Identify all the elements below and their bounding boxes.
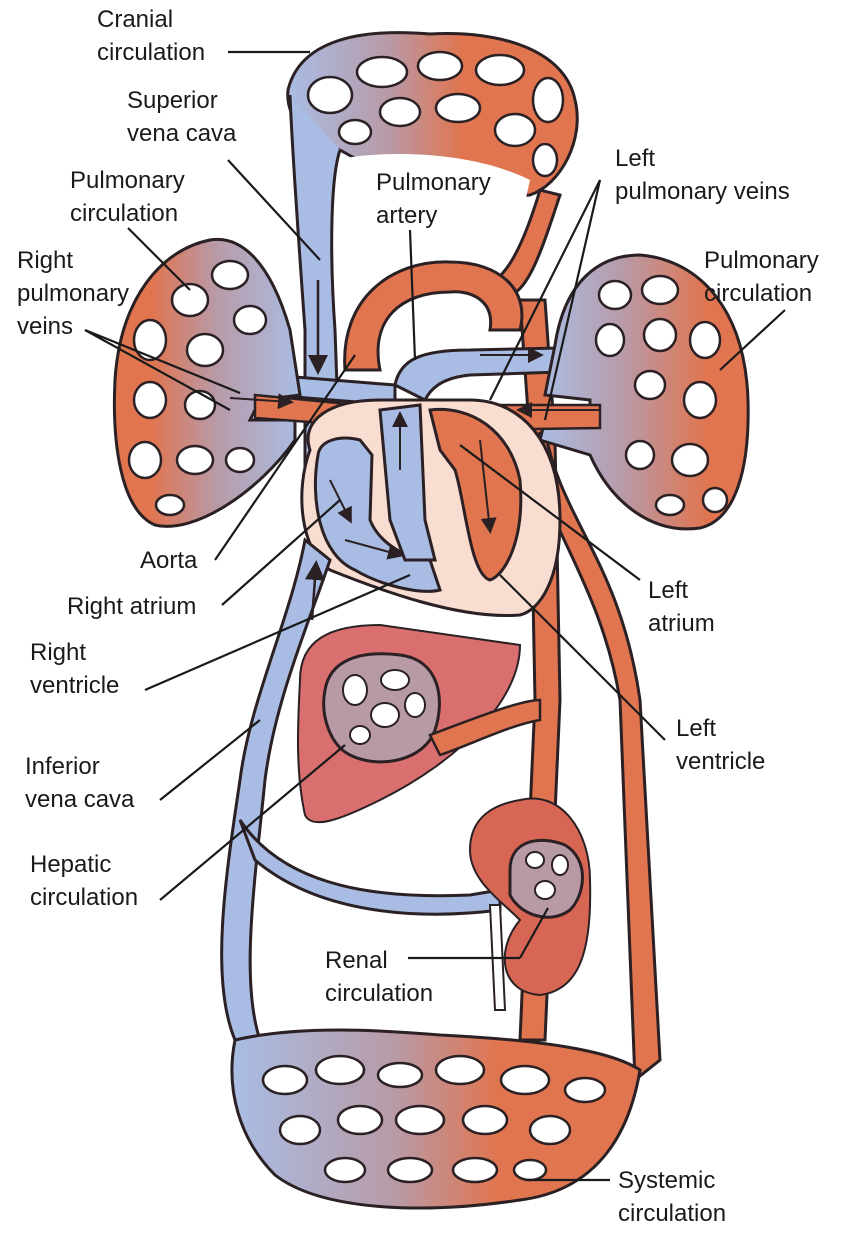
label-line: Systemic bbox=[618, 1167, 716, 1194]
label-line: atrium bbox=[648, 610, 715, 637]
aortic-arch bbox=[343, 260, 524, 372]
label-line: Aorta bbox=[140, 547, 198, 574]
label-left-atrium: Left atrium bbox=[648, 574, 715, 640]
label-line: Pulmonary bbox=[70, 167, 185, 194]
label-pulmonary-circulation-right: Pulmonary circulation bbox=[704, 244, 819, 310]
label-pulmonary-artery: Pulmonary artery bbox=[376, 166, 491, 232]
label-line: Pulmonary bbox=[376, 169, 491, 196]
label-line: pulmonary bbox=[17, 280, 130, 307]
label-line: Right bbox=[17, 247, 74, 274]
label-line: artery bbox=[376, 202, 438, 229]
label-superior-vena-cava: Superior vena cava bbox=[127, 84, 236, 150]
label-line: circulation bbox=[97, 39, 206, 66]
label-line: veins bbox=[17, 313, 74, 340]
label-right-pulmonary-veins: Right pulmonary veins bbox=[17, 244, 129, 343]
label-line: ventricle bbox=[30, 672, 120, 699]
label-line: Left bbox=[648, 577, 689, 604]
label-line: vena cava bbox=[127, 120, 237, 147]
label-line: Cranial bbox=[97, 6, 174, 33]
label-line: Right atrium bbox=[67, 593, 197, 620]
label-line: pulmonary veins bbox=[615, 178, 790, 205]
label-right-atrium: Right atrium bbox=[67, 590, 196, 623]
label-hepatic-circulation: Hepatic circulation bbox=[30, 848, 138, 914]
label-aorta: Aorta bbox=[140, 544, 197, 577]
label-left-pulmonary-veins: Left pulmonary veins bbox=[615, 142, 790, 208]
label-line: circulation bbox=[618, 1200, 727, 1227]
systemic-capillary-bed bbox=[230, 1028, 642, 1210]
leader-lines bbox=[84, 50, 786, 1182]
label-line: Left bbox=[615, 145, 656, 172]
label-left-ventricle: Left ventricle bbox=[676, 712, 765, 778]
label-line: Inferior bbox=[25, 753, 100, 780]
label-line: Right bbox=[30, 639, 87, 666]
kidney bbox=[468, 797, 592, 1011]
right-lung-capillary-bed bbox=[538, 253, 750, 531]
label-line: Left bbox=[676, 715, 717, 742]
label-cranial-circulation: Cranial circulation bbox=[97, 3, 205, 69]
label-line: circulation bbox=[325, 980, 434, 1007]
label-inferior-vena-cava: Inferior vena cava bbox=[25, 750, 134, 816]
label-systemic-circulation: Systemic circulation bbox=[618, 1164, 726, 1230]
label-pulmonary-circulation-left: Pulmonary circulation bbox=[70, 164, 185, 230]
label-renal-circulation: Renal circulation bbox=[325, 944, 433, 1010]
label-line: ventricle bbox=[676, 748, 766, 775]
label-line: circulation bbox=[70, 200, 179, 227]
label-line: Renal bbox=[325, 947, 388, 974]
cranial-capillary-bed bbox=[286, 31, 579, 198]
label-line: Hepatic bbox=[30, 851, 112, 878]
label-right-ventricle: Right ventricle bbox=[30, 636, 119, 702]
label-line: circulation bbox=[704, 280, 813, 307]
liver bbox=[296, 623, 542, 824]
heart bbox=[300, 398, 562, 618]
label-line: Pulmonary bbox=[704, 247, 819, 274]
label-line: Superior bbox=[127, 87, 218, 114]
label-line: vena cava bbox=[25, 786, 135, 813]
left-lung-capillary-bed bbox=[112, 237, 302, 528]
label-line: circulation bbox=[30, 884, 139, 911]
